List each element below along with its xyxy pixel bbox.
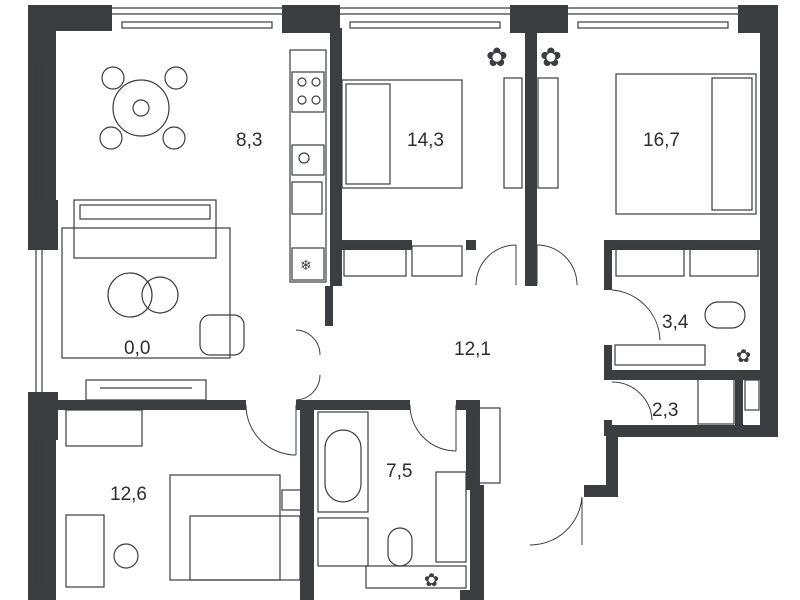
bed-icon xyxy=(169,474,301,581)
bathtub-icon xyxy=(317,411,369,513)
kitchen-counter: ❄ xyxy=(289,49,327,283)
interior-walls xyxy=(56,28,764,600)
room-area-living: 0,0 xyxy=(124,338,150,359)
windows xyxy=(35,7,738,590)
plant-icon: ✿ xyxy=(424,570,439,590)
bed-icon xyxy=(341,79,463,189)
desk-icon xyxy=(65,514,139,588)
bed-icon xyxy=(615,73,757,215)
svg-text:✿: ✿ xyxy=(486,42,508,72)
svg-text:✿: ✿ xyxy=(540,42,562,72)
sink-icon xyxy=(291,181,323,215)
dining-table-icon xyxy=(99,66,188,150)
sofa-icon xyxy=(73,199,217,259)
sink-icon xyxy=(317,517,369,567)
room-area-bedroom-3: 12,6 xyxy=(110,484,147,505)
room-area-bathroom-1: 3,4 xyxy=(662,312,689,333)
wardrobe-icon xyxy=(615,245,759,277)
fridge-icon: ❄ xyxy=(300,257,312,273)
toilet-icon xyxy=(704,301,746,329)
washing-machine-icon xyxy=(697,373,760,425)
room-area-kitchen-dining: 8,3 xyxy=(236,130,262,151)
plant-icon: ✿ xyxy=(736,346,751,366)
tv-stand xyxy=(85,379,207,401)
wardrobe-icon xyxy=(473,407,501,484)
room-area-bedroom-1: 14,3 xyxy=(407,130,444,151)
wardrobe-icon xyxy=(343,245,463,277)
doors xyxy=(245,244,661,546)
room-area-bathroom-3: 7,5 xyxy=(386,461,412,482)
room-area-bedroom-2: 16,7 xyxy=(643,130,680,151)
room-area-hall: 12,1 xyxy=(454,339,491,360)
rug xyxy=(61,227,231,359)
room-area-bathroom-2: 2,3 xyxy=(652,400,678,421)
armchair-icon xyxy=(199,314,245,356)
sink-icon xyxy=(614,344,706,366)
plant-icon: ✿ xyxy=(540,42,562,72)
toilet-icon xyxy=(387,527,413,567)
stove-icon xyxy=(291,71,325,113)
wardrobe-icon xyxy=(65,409,143,447)
plant-icon: ✿ xyxy=(486,42,508,72)
bathroom-fixtures: ✿ xyxy=(614,301,751,366)
outer-walls xyxy=(28,5,778,600)
coffee-table-icon xyxy=(107,272,153,318)
